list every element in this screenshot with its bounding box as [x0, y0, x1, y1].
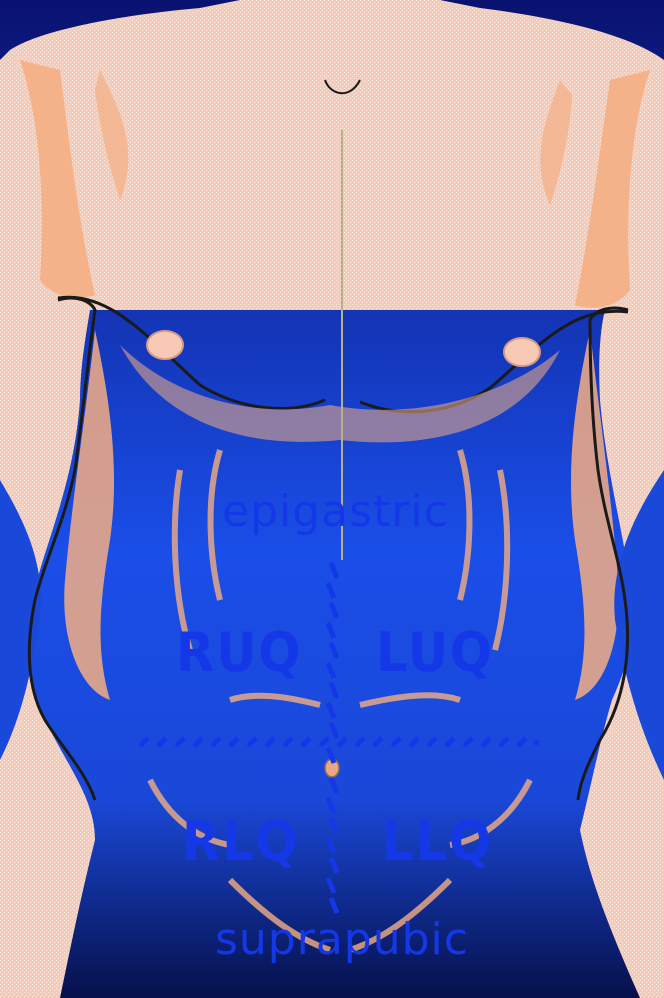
right-nipple	[147, 331, 183, 359]
label-ruq: RUQ	[176, 626, 302, 680]
label-suprapubic: suprapubic	[215, 918, 469, 962]
left-nipple	[504, 338, 540, 366]
label-epigastric: epigastric	[222, 490, 449, 534]
label-rlq: RLQ	[182, 815, 300, 869]
label-llq: LLQ	[382, 815, 493, 869]
label-luq: LUQ	[376, 626, 494, 680]
